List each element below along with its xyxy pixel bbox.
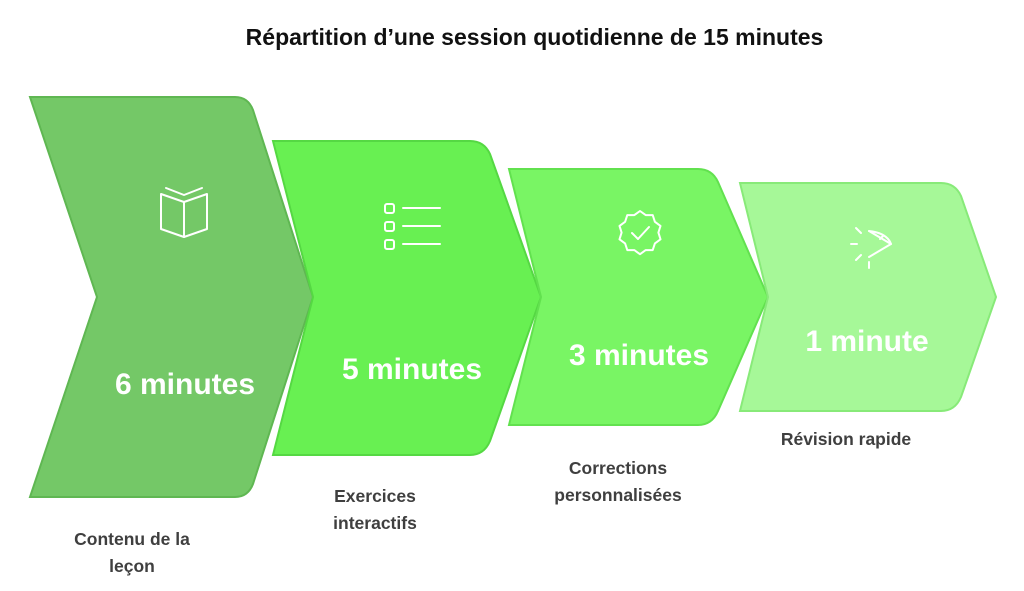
step-2-label: Exercices interactifs	[295, 483, 455, 537]
step-4-chevron	[738, 182, 998, 412]
step-2-chevron	[271, 140, 543, 456]
step-4-label: Révision rapide	[746, 426, 946, 453]
step-3-label: Corrections personnalisées	[518, 455, 718, 509]
step-2-label-line-1: Exercices	[334, 486, 416, 506]
step-2-value: 5 minutes	[342, 353, 482, 386]
step-3: 3 minutes	[507, 168, 770, 426]
step-3-value: 3 minutes	[569, 339, 709, 372]
step-4: 1 minute	[738, 182, 998, 412]
step-1-label-line-2: leçon	[109, 556, 155, 576]
step-3-chevron	[507, 168, 770, 426]
step-1-label-line-1: Contenu de la	[74, 529, 190, 549]
step-1-value: 6 minutes	[115, 368, 255, 401]
step-3-label-line-2: personnalisées	[554, 485, 682, 505]
step-1: 6 minutes	[28, 96, 315, 498]
step-2-label-line-2: interactifs	[333, 513, 417, 533]
timer-icon	[850, 227, 892, 269]
book-icon	[160, 187, 208, 238]
step-4-value: 1 minute	[805, 325, 928, 358]
step-1-chevron	[28, 96, 315, 498]
step-3-label-line-1: Corrections	[568, 458, 668, 478]
checklist-icon	[384, 203, 441, 250]
step-4-label-line-1: Révision rapide	[780, 429, 912, 449]
diagram-title: Répartition d’une session quotidienne de…	[245, 24, 824, 50]
step-1-label: Contenu de la leçon	[42, 526, 222, 580]
verified-badge-icon	[618, 210, 662, 256]
step-2: 5 minutes	[271, 140, 543, 456]
